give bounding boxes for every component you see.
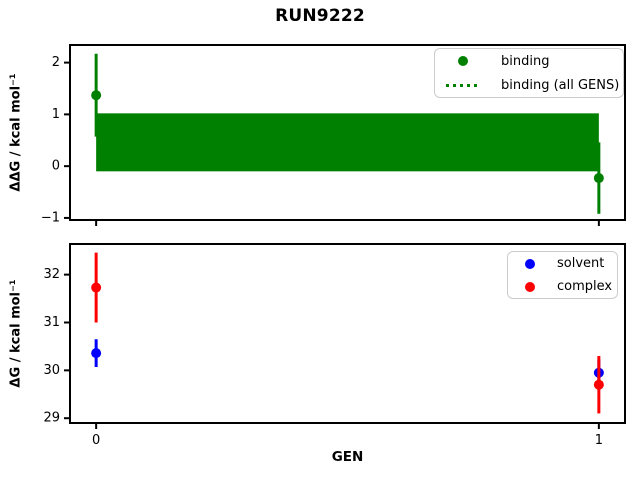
y-tick-label: 31: [43, 315, 60, 330]
uncertainty-band: [96, 113, 599, 172]
dotted-line-icon: [446, 83, 480, 87]
binding-data-point: [593, 173, 604, 184]
y-tick-label: 2: [52, 55, 60, 70]
x-tick-label: 1: [595, 433, 603, 448]
legend-label-solvent: solvent: [557, 256, 605, 271]
complex-data-point: [593, 379, 604, 390]
axes-spines: [69, 243, 626, 424]
y-tick-label: −1: [41, 210, 60, 225]
y-tick-label: 29: [43, 411, 60, 426]
legend-solvent-complex: solvent complex: [507, 251, 618, 299]
axes-spines: [69, 44, 626, 221]
legend-label-binding: binding: [501, 53, 550, 69]
x-tick-label: 0: [92, 433, 100, 448]
y-tick-label: 1: [52, 107, 60, 122]
legend-label-complex: complex: [557, 279, 613, 294]
y-tick-label: 32: [43, 267, 60, 282]
y-axis-label: ΔΔG / kcal mol⁻¹: [9, 73, 24, 191]
legend-item-complex: complex: [508, 275, 617, 298]
legend-item-solvent: solvent: [508, 252, 617, 275]
legend-item-binding: binding: [435, 49, 623, 73]
complex-data-point: [91, 282, 102, 293]
legend-item-binding-all-gens: binding (all GENS): [435, 73, 623, 97]
y-tick-label: 0: [52, 159, 60, 174]
solvent-dot-icon: [525, 258, 535, 269]
legend-binding: binding binding (all GENS): [434, 48, 624, 98]
y-axis-label: ΔG / kcal mol⁻¹: [9, 279, 24, 387]
x-axis-label: GEN: [332, 449, 364, 465]
binding-data-point: [91, 90, 102, 101]
solvent-data-point: [91, 348, 102, 359]
y-tick-label: 30: [43, 363, 60, 378]
binding-dot-icon: [458, 56, 468, 66]
legend-label-binding-all-gens: binding (all GENS): [501, 77, 620, 93]
complex-dot-icon: [525, 281, 535, 292]
figure-title: RUN9222: [275, 6, 365, 26]
